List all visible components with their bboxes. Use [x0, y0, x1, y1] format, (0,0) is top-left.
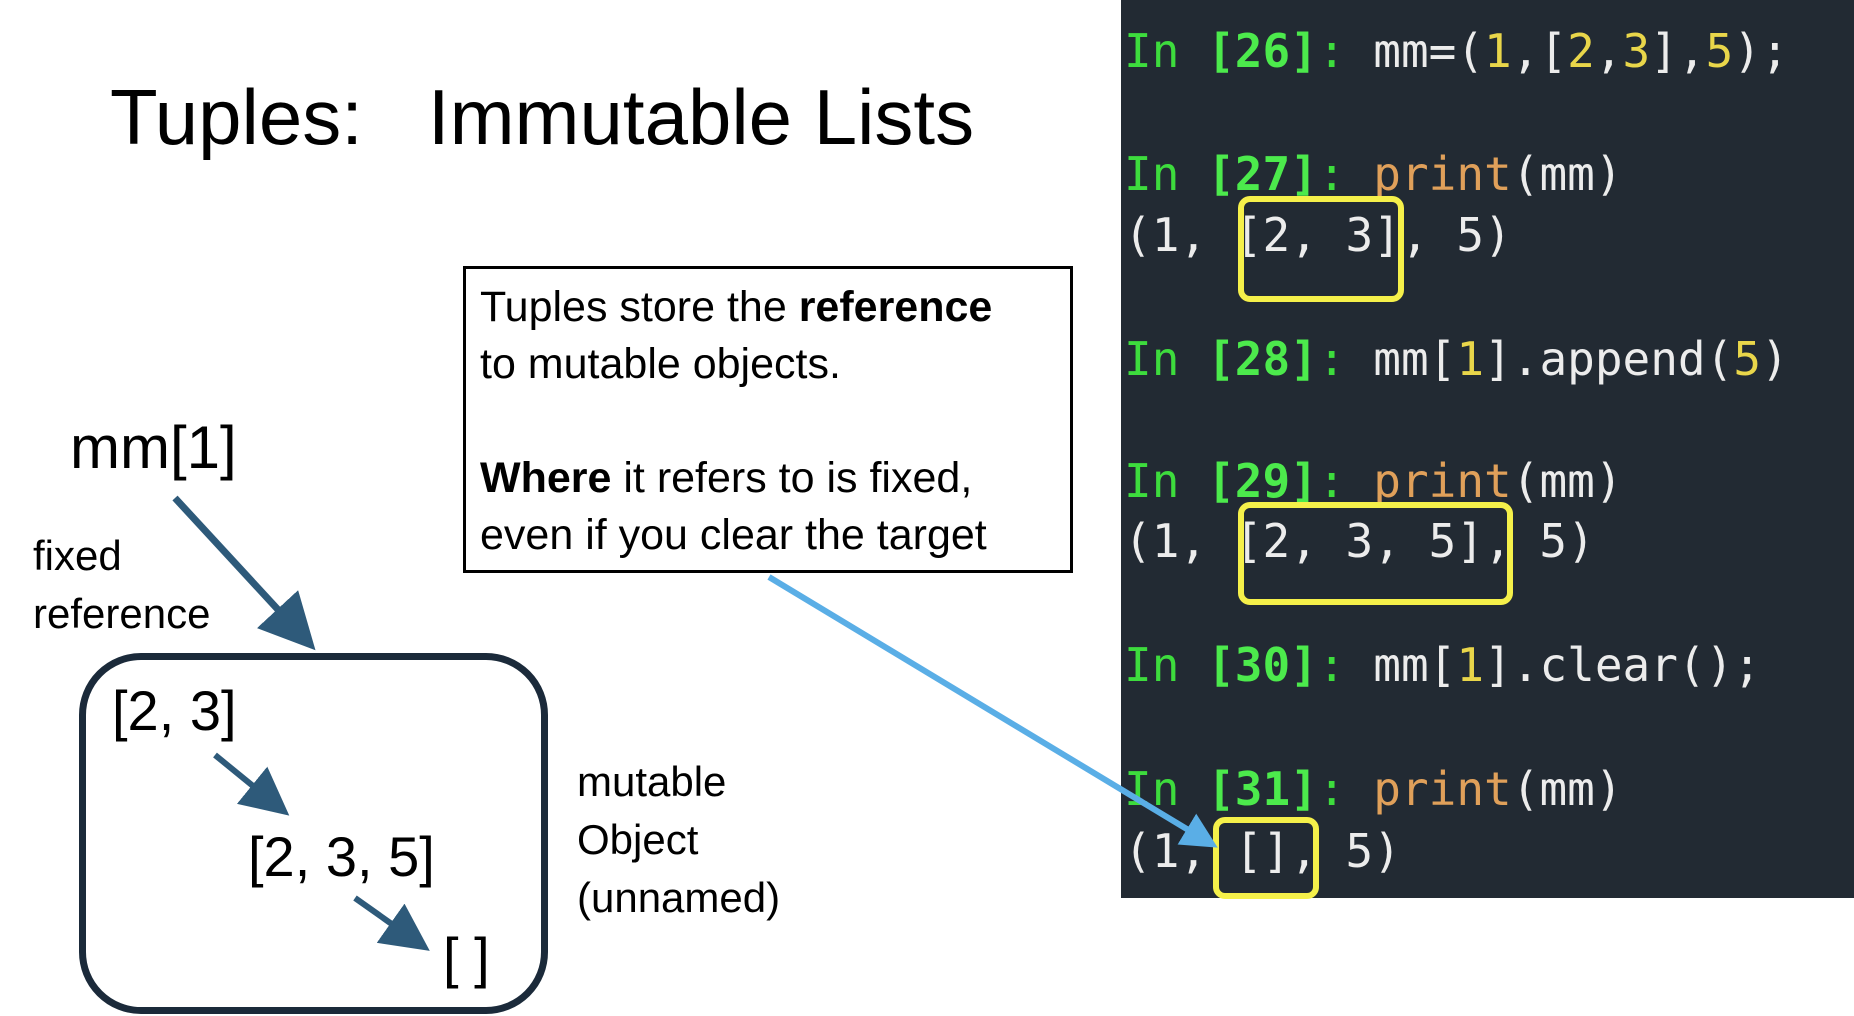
- list-value-cleared: [ ]: [443, 926, 490, 989]
- prompt-number: [30]: [1207, 638, 1318, 692]
- prompt-number: [28]: [1207, 332, 1318, 386]
- fixed-label-line-1: fixed: [33, 532, 122, 579]
- code-input: print(mm): [1373, 454, 1623, 508]
- prompt-number: [29]: [1207, 454, 1318, 508]
- terminal-line-31: In [31]: print(mm): [1124, 766, 1623, 812]
- terminal-line-27: In [27]: print(mm): [1124, 151, 1623, 197]
- object-label-line-1: mutable: [577, 758, 727, 805]
- ipython-terminal: In [26]: mm=(1,[2,3],5); In [27]: print(…: [1121, 0, 1854, 899]
- slide-title: Tuples: Immutable Lists: [110, 73, 975, 161]
- prompt-number: [27]: [1207, 147, 1318, 201]
- callout-line-3-text: it refers to is fixed,: [611, 454, 973, 502]
- fixed-label-line-2: reference: [33, 590, 211, 637]
- code-input: print(mm): [1373, 147, 1623, 201]
- list-value-appended: [2, 3, 5]: [248, 825, 435, 888]
- terminal-line-26: In [26]: mm=(1,[2,3],5);: [1124, 28, 1789, 74]
- prompt-colon: :: [1317, 638, 1374, 692]
- prompt-number: [26]: [1207, 24, 1318, 78]
- prompt-in: In: [1124, 762, 1208, 816]
- prompt-in: In: [1124, 24, 1208, 78]
- terminal-line-30: In [30]: mm[1].clear();: [1124, 642, 1761, 688]
- callout-bold-where: Where: [480, 454, 612, 502]
- callout-spacer: [480, 393, 1056, 450]
- code-input: print(mm): [1373, 762, 1623, 816]
- mutable-object-label: mutable Object (unnamed): [577, 753, 780, 927]
- highlight-box-list-appended: [1238, 502, 1513, 605]
- mutable-object-box: [79, 653, 548, 1014]
- callout-line-3: Where it refers to is fixed,: [480, 450, 1056, 507]
- object-label-line-3: (unnamed): [577, 874, 781, 921]
- callout-line-4: even if you clear the target: [480, 511, 987, 559]
- callout-line-1-text: Tuples store the: [480, 283, 799, 331]
- object-label-line-2: Object: [577, 816, 699, 863]
- highlight-box-list-initial: [1238, 196, 1404, 302]
- terminal-output-29: (1, [2, 3, 5], 5): [1124, 514, 1595, 568]
- name-label-mm1: mm[1]: [70, 414, 237, 481]
- prompt-colon: :: [1317, 332, 1374, 386]
- prompt-colon: :: [1317, 454, 1374, 508]
- callout-bold-reference: reference: [798, 283, 993, 331]
- callout-line-1: Tuples store the reference: [480, 279, 1056, 336]
- terminal-line-28: In [28]: mm[1].append(5): [1124, 336, 1789, 382]
- prompt-number: [31]: [1207, 762, 1318, 816]
- highlight-box-list-empty: [1213, 817, 1319, 899]
- prompt-colon: :: [1317, 147, 1374, 201]
- callout-box: Tuples store the reference to mutable ob…: [463, 266, 1073, 573]
- fixed-reference-label: fixed reference: [33, 527, 210, 643]
- terminal-line-29: In [29]: print(mm): [1124, 458, 1623, 504]
- code-input: mm=(1,[2,3],5);: [1373, 24, 1789, 78]
- prompt-in: In: [1124, 147, 1208, 201]
- prompt-colon: :: [1317, 762, 1374, 816]
- terminal-output-27: (1, [2, 3], 5): [1124, 208, 1512, 262]
- code-input: mm[1].append(5): [1373, 332, 1789, 386]
- list-value-initial: [2, 3]: [112, 679, 237, 742]
- code-input: mm[1].clear();: [1373, 638, 1762, 692]
- prompt-in: In: [1124, 638, 1208, 692]
- prompt-in: In: [1124, 332, 1208, 386]
- prompt-colon: :: [1317, 24, 1374, 78]
- callout-line-2: to mutable objects.: [480, 340, 841, 388]
- prompt-in: In: [1124, 454, 1208, 508]
